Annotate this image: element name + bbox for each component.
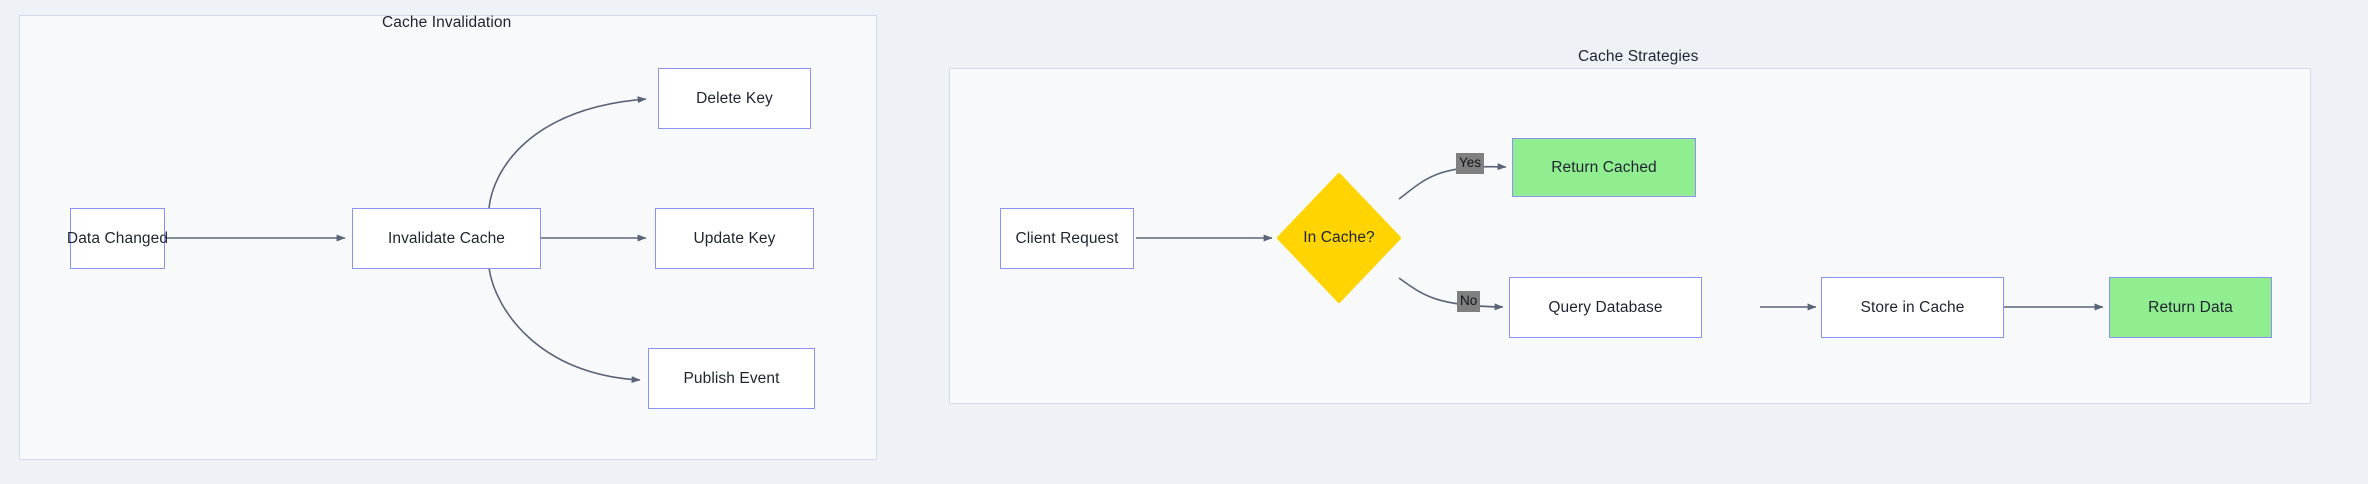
- node-label: Invalidate Cache: [387, 229, 506, 247]
- node-invalidate-cache[interactable]: Invalidate Cache: [352, 208, 541, 269]
- node-publish-event[interactable]: Publish Event: [648, 348, 815, 409]
- node-client-request[interactable]: Client Request: [1000, 208, 1134, 269]
- diamond-icon: [1277, 173, 1401, 303]
- node-label: Publish Event: [683, 369, 780, 387]
- node-return-cached[interactable]: Return Cached: [1512, 138, 1696, 197]
- node-return-data[interactable]: Return Data: [2109, 277, 2272, 338]
- subgraph-title-cache-strategies: Cache Strategies: [1578, 48, 1699, 65]
- edge-label-yes: Yes: [1456, 153, 1485, 174]
- node-label: In Cache?: [1303, 229, 1375, 246]
- node-store-in-cache[interactable]: Store in Cache: [1821, 277, 2004, 338]
- subgraph-cache-strategies: [949, 68, 2311, 404]
- node-label: Delete Key: [696, 89, 773, 107]
- node-label: Store in Cache: [1860, 298, 1965, 316]
- node-label: Update Key: [693, 229, 776, 247]
- edge-label-no: No: [1457, 291, 1481, 312]
- node-label: Data Changed: [66, 229, 169, 247]
- node-query-database[interactable]: Query Database: [1509, 277, 1702, 338]
- node-update-key[interactable]: Update Key: [655, 208, 814, 269]
- node-in-cache-decision[interactable]: In Cache?: [1277, 173, 1401, 303]
- node-delete-key[interactable]: Delete Key: [658, 68, 811, 129]
- node-label: Return Cached: [1551, 158, 1657, 176]
- node-label: Client Request: [1015, 229, 1119, 247]
- node-label: Query Database: [1548, 298, 1663, 316]
- node-label: Return Data: [2148, 298, 2233, 316]
- node-data-changed[interactable]: Data Changed: [66, 208, 169, 269]
- subgraph-title-cache-invalidation: Cache Invalidation: [382, 14, 512, 31]
